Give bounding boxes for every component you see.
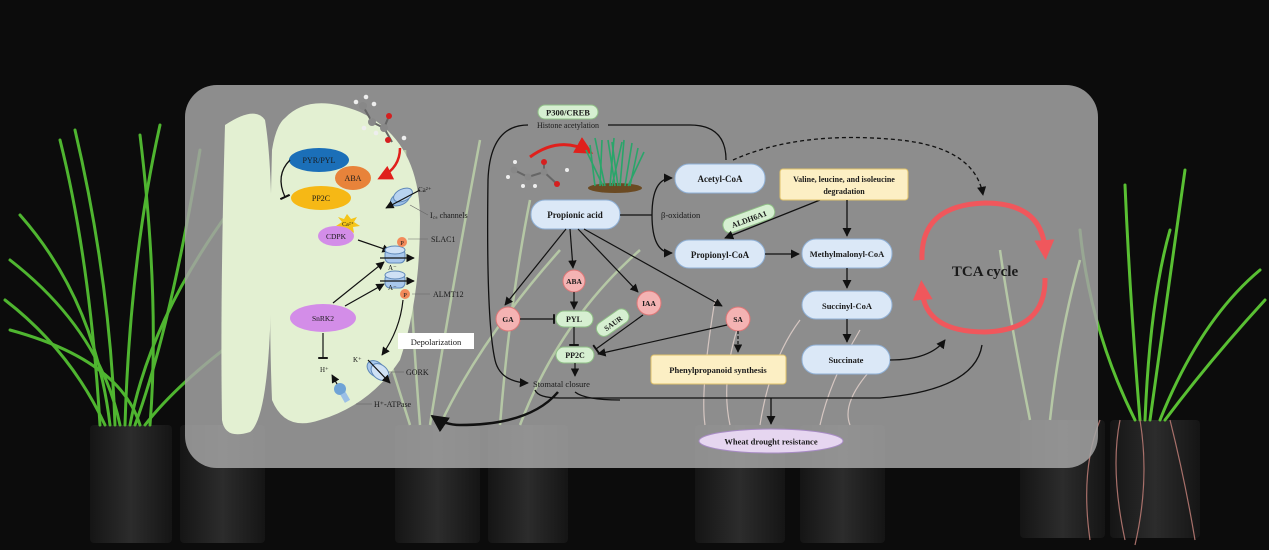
- aba-node: [335, 166, 371, 190]
- calcium-label: Ca²⁺: [342, 221, 354, 228]
- wheat-seedling-icon: [585, 137, 645, 193]
- ica-channels-label: I꜀ₐ channels: [430, 211, 468, 220]
- slac1-label: SLAC1: [431, 235, 455, 244]
- pyr-pyl-label: PYR/PYL: [303, 156, 336, 165]
- phosphate-p2-label: P: [403, 292, 407, 299]
- acetylcoa-to-tca-dashed-arrow: [732, 136, 987, 196]
- beta-oxidation-label: β-oxidation: [661, 210, 701, 220]
- propionic-acid-small-molecule-icon: [506, 159, 569, 188]
- iaa-hormone-label: IAA: [642, 299, 656, 308]
- p-to-gork-arrow: [381, 299, 404, 356]
- pyl-label: PYL: [566, 315, 582, 324]
- pyr-inhibits-pp2c-arrow: [279, 159, 291, 201]
- succinate-to-tca-arrow: [889, 339, 946, 361]
- phenylpropanoid-node: [650, 354, 787, 385]
- tca-to-drought-curve: [534, 344, 983, 399]
- depolarization-label: Depolarization: [411, 337, 462, 347]
- slac1-channel-icon: [380, 245, 415, 264]
- pyr-pyl-node: [289, 148, 349, 172]
- valine-label-line2: degradation: [823, 187, 865, 196]
- pp2c-node: [291, 186, 351, 210]
- valine-degradation-node: [779, 168, 909, 201]
- tca-cycle-label: TCA cycle: [952, 264, 1019, 280]
- cdpk-node: [318, 226, 354, 246]
- phenylpropanoid-label: Phenylpropanoid synthesis: [669, 365, 767, 375]
- phosphate-p1-icon: [397, 237, 407, 247]
- pp2c-signaling-label: PP2C: [565, 351, 585, 360]
- almt12-channel-icon: [380, 270, 415, 289]
- aba-label: ABA: [345, 174, 362, 183]
- ca-ion-label: Ca²⁺: [418, 186, 432, 194]
- stomatal-closure-to-guard-cell-arrow: [430, 391, 559, 433]
- acetyl-coa-label: Acetyl-CoA: [698, 174, 743, 184]
- cdpk-label: CDPK: [326, 232, 347, 241]
- anion-a1-label: A⁻: [388, 264, 397, 272]
- ga-hormone-label: GA: [502, 315, 514, 324]
- tca-cycle-icon: [912, 200, 1055, 335]
- anion-a2-label: A⁻: [388, 284, 397, 292]
- stomatal-to-drought-line: [574, 391, 621, 401]
- stomatal-closure-label: Stomatal closure: [533, 379, 590, 389]
- wheat-drought-resistance-node: [698, 428, 844, 454]
- snrk2-to-slac1-arrow: [332, 261, 385, 304]
- p300-creb-node: [537, 104, 599, 120]
- aldh6a1-node: [722, 203, 776, 234]
- guard-cell-right: [270, 103, 420, 424]
- depolarization-box: [398, 333, 474, 349]
- gork-channel-icon: [366, 359, 391, 384]
- acetyl-coa-node: [674, 163, 766, 194]
- saur-node: [595, 308, 630, 337]
- phosphate-p2-icon: [400, 289, 410, 299]
- beta-ox-to-propionylcoa-arrow: [651, 214, 673, 258]
- iaa-inhibits-pp2c: [592, 314, 644, 354]
- succinate-label: Succinate: [829, 355, 864, 365]
- gork-label: GORK: [406, 368, 429, 377]
- wheat-leaves-right: [1078, 168, 1267, 422]
- almt12-label: ALMT12: [433, 290, 464, 299]
- hormone-branch-arrows: [504, 228, 723, 307]
- sa-hormone-label: SA: [733, 315, 743, 324]
- wheat-drought-resistance-label: Wheat drought resistance: [724, 437, 817, 447]
- histone-acetylation-label: Histone acetylation: [537, 121, 599, 130]
- propionic-to-wheat-red-arrow: [529, 137, 594, 159]
- ica-channel-icon: [385, 187, 421, 209]
- sa-to-pp2c-arrow: [597, 324, 728, 357]
- iaa-hormone-node: [636, 290, 662, 316]
- guard-cell-pair: [221, 103, 420, 435]
- valine-to-propionylcoa-arrow: [724, 199, 821, 240]
- h-atpase-pump-icon: [331, 374, 351, 403]
- snrk2-to-almt12-arrow: [344, 283, 385, 307]
- propionic-acid-molecule-icon: [353, 94, 407, 180]
- aba-hormone-label: ABA: [566, 277, 582, 286]
- guard-cell-left: [221, 113, 272, 435]
- succinyl-coa-label: Succinyl-CoA: [822, 301, 873, 311]
- p300-creb-label: P300/CREB: [546, 108, 590, 118]
- h-ion-label: H⁺: [320, 366, 329, 374]
- beta-ox-to-acetylcoa-arrow: [651, 173, 673, 216]
- phosphate-p1-label: P: [400, 240, 404, 247]
- calcium-star-icon: [336, 214, 360, 233]
- snrk2-label: SnRK2: [312, 314, 334, 323]
- histone-to-acetylcoa-line: [608, 124, 727, 161]
- snrk2-node: [290, 304, 356, 332]
- valine-label-line1: Valine, leucine, and isoleucine: [793, 175, 895, 184]
- pp2c-label: PP2C: [312, 194, 330, 203]
- k-ion-label: K⁺: [353, 356, 362, 364]
- h-atpase-label: H⁺-ATPase: [374, 400, 412, 409]
- histone-to-stomatal-closure-line: [486, 124, 529, 388]
- propionic-acid-label: Propionic acid: [547, 210, 603, 220]
- propionyl-coa-label: Propionyl-CoA: [691, 250, 750, 260]
- ica-channels-leader: [409, 204, 429, 216]
- methylmalonyl-coa-label: Methylmalonyl-CoA: [810, 249, 885, 259]
